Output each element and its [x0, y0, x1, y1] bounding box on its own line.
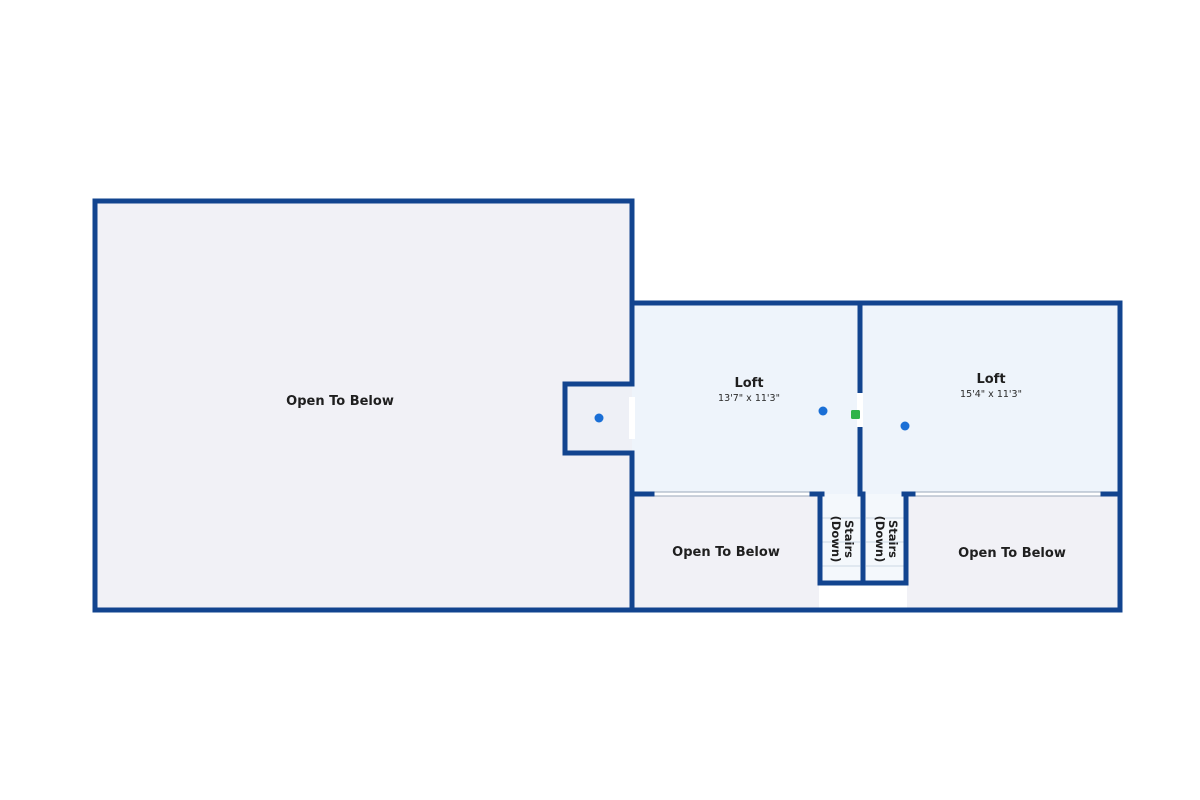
room-loft-1: [632, 303, 860, 494]
loft-1-label: Loft: [734, 376, 763, 391]
camera-point-marker[interactable]: [900, 421, 910, 431]
loft-2-label: Loft: [976, 372, 1005, 387]
walls: [92, 198, 1123, 613]
stairs-2-label: Stairs (Down): [873, 516, 900, 563]
loft-2-dimensions: 15'4" x 11'3": [960, 389, 1022, 400]
camera-point-marker[interactable]: [594, 413, 604, 423]
stair-treads: [822, 517, 904, 567]
open-to-below-bottom-right-label: Open To Below: [958, 546, 1066, 561]
svg-text:(Down): (Down): [829, 516, 843, 563]
room-open-to-below-bottom-right: [907, 494, 1120, 610]
stairs-1-label: Stairs (Down): [829, 516, 856, 563]
current-position-marker[interactable]: [851, 410, 860, 419]
room-open-to-below-bottom-left: [632, 494, 819, 610]
svg-text:Stairs: Stairs: [842, 520, 856, 558]
camera-point-marker[interactable]: [818, 406, 828, 416]
svg-text:Stairs: Stairs: [886, 520, 900, 558]
room-loft-2: [860, 303, 1120, 494]
open-to-below-left-label: Open To Below: [286, 394, 394, 409]
doorways: [629, 393, 863, 439]
stairs-2: [863, 494, 907, 584]
open-to-below-bottom-left-label: Open To Below: [672, 545, 780, 560]
stairs-1: [819, 494, 863, 584]
svg-text:(Down): (Down): [873, 516, 887, 563]
room-open-to-below-left: [95, 201, 632, 610]
loft-1-dimensions: 13'7" x 11'3": [718, 393, 780, 404]
